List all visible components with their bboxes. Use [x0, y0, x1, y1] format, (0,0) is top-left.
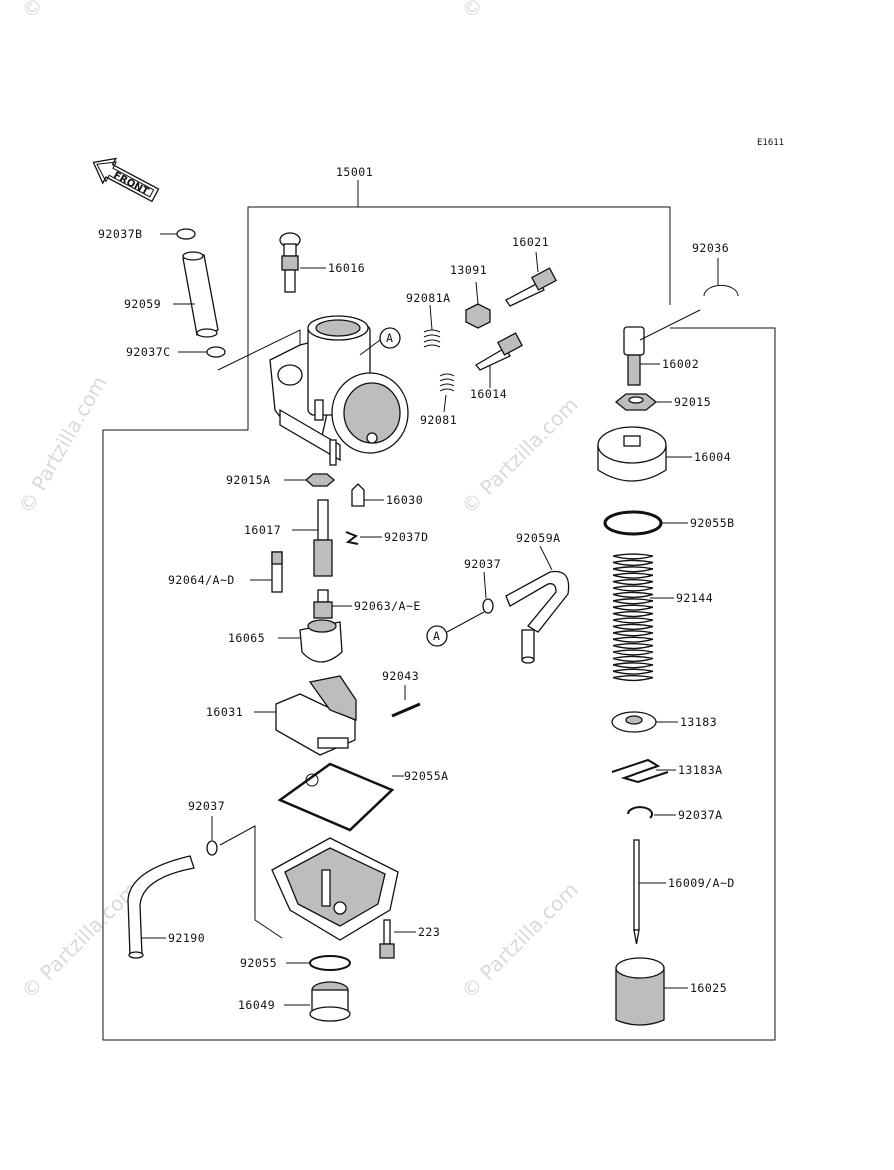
part-92055-oring [286, 955, 351, 971]
label-92037C: 92037C [126, 345, 171, 359]
watermark-bottom-center: © Partzilla.com [457, 877, 583, 1003]
watermarks: © Partzilla.com © Partzilla.com © Partzi… [14, 0, 583, 1004]
assembly-frame [102, 180, 776, 1041]
label-16014: 16014 [470, 387, 507, 401]
part-16002-cable-adjuster [623, 309, 701, 386]
part-16016-screw [279, 232, 326, 293]
part-92037-clip-left [206, 816, 283, 939]
part-92055A-gasket [277, 762, 404, 832]
label-13183: 13183 [680, 715, 717, 729]
label-92037-left: 92037 [188, 799, 225, 813]
label-92037A: 92037A [678, 808, 723, 822]
part-92081-spring [439, 373, 455, 413]
label-13183A: 13183A [678, 763, 723, 777]
front-arrow-icon: FRONT [92, 157, 160, 203]
label-92190: 92190 [168, 931, 205, 945]
part-16017-needle-jet [292, 499, 333, 577]
watermark-bottom-left: © Partzilla.com [17, 877, 143, 1003]
label-16030: 16030 [386, 493, 423, 507]
diagram-code: E1611 [757, 138, 784, 148]
label-92064: 92064/A~D [168, 573, 235, 587]
label-16002: 16002 [662, 357, 699, 371]
label-92015: 92015 [674, 395, 711, 409]
watermark-left-vertical: © Partzilla.com [14, 372, 112, 518]
label-92063: 92063/A~E [354, 599, 421, 613]
label-92144: 92144 [676, 591, 713, 605]
label-16065: 16065 [228, 631, 265, 645]
part-92037A-clip [627, 806, 676, 819]
part-92059-tube [173, 251, 219, 338]
label-92055B: 92055B [690, 516, 735, 530]
label-16016: 16016 [328, 261, 365, 275]
label-92037B: 92037B [98, 227, 143, 241]
label-92037D: 92037D [384, 530, 429, 544]
part-92015-nut [614, 393, 672, 411]
part-13091-nut [465, 281, 491, 329]
part-92081A-spring [423, 304, 441, 348]
part-13183-washer [611, 711, 678, 733]
part-float-bowl [271, 837, 399, 941]
part-16004-cap [597, 426, 692, 482]
label-16004: 16004 [694, 450, 731, 464]
part-92144-spring [612, 553, 674, 682]
callout-a-mid-label: A [433, 629, 440, 643]
part-92036-clip [703, 258, 739, 297]
watermark-top-left: © Partzilla.com [17, 0, 143, 24]
label-16017: 16017 [244, 523, 281, 537]
part-13183A-clip [611, 758, 676, 784]
callout-a-mid: A [426, 611, 485, 647]
part-16009-needle [633, 839, 666, 945]
part-16031-float [254, 675, 357, 756]
label-92081: 92081 [420, 413, 457, 427]
callout-a-top-label: A [386, 331, 393, 345]
label-92015A: 92015A [226, 473, 271, 487]
part-92037C-clip [178, 329, 301, 371]
part-92037D-clip [345, 531, 382, 545]
label-16031: 16031 [206, 705, 243, 719]
part-16025-throttle-valve [615, 957, 688, 1026]
label-92043: 92043 [382, 669, 419, 683]
part-92064-pilot-jet [250, 551, 283, 593]
part-92190-tube [127, 855, 195, 959]
label-16025: 16025 [690, 981, 727, 995]
label-92037-mid: 92037 [464, 557, 501, 571]
part-92037-clip-middle [482, 571, 494, 614]
label-223: 223 [418, 925, 440, 939]
part-92037B-clip [160, 228, 196, 240]
part-92015A-nut [284, 473, 335, 487]
callout-a-top: A [359, 327, 401, 356]
part-92055B-oring [603, 510, 688, 536]
label-16049: 16049 [238, 998, 275, 1012]
watermark-center: © Partzilla.com [457, 392, 583, 518]
label-13091: 13091 [450, 263, 487, 277]
part-223-screw [379, 919, 416, 959]
part-carburetor-body [269, 315, 409, 466]
part-16021-air-screw [505, 251, 557, 307]
part-92043-pin [391, 685, 421, 718]
label-92059A: 92059A [516, 531, 561, 545]
label-16021: 16021 [512, 235, 549, 249]
part-16014-pilot-screw [475, 332, 523, 388]
watermark-top-center: © Partzilla.com [457, 0, 583, 24]
part-16030-float-valve [351, 483, 384, 507]
part-16065-baffle [278, 619, 343, 663]
label-16009: 16009/A~D [668, 876, 735, 890]
label-92055: 92055 [240, 956, 277, 970]
part-16049-plug [284, 981, 351, 1022]
part-92059A-tube [505, 545, 570, 664]
label-92081A: 92081A [406, 291, 451, 305]
part-labels: 15001 92037B 16016 16021 13091 92036 920… [98, 165, 735, 1012]
label-15001: 15001 [336, 165, 373, 179]
label-92055A: 92055A [404, 769, 449, 783]
label-92059: 92059 [124, 297, 161, 311]
label-92036: 92036 [692, 241, 729, 255]
part-92063-main-jet [313, 589, 352, 619]
